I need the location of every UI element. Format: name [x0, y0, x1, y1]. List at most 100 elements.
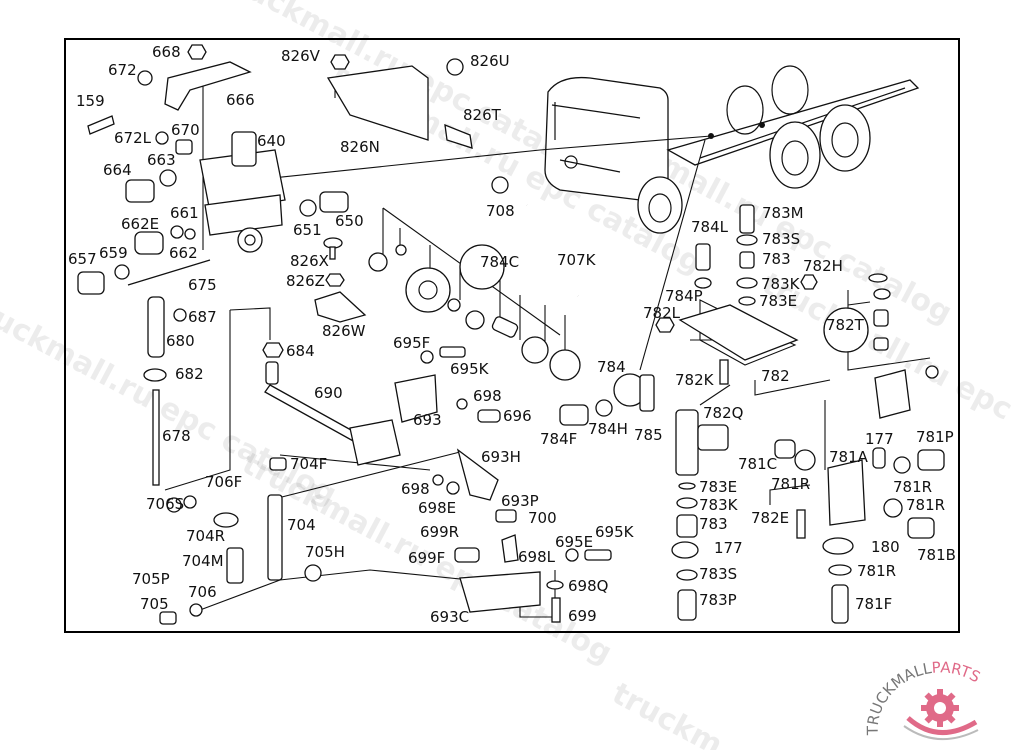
part-label-698[interactable]: 698 — [401, 480, 430, 498]
part-label-696[interactable]: 696 — [503, 407, 532, 425]
part-label-659[interactable]: 659 — [99, 244, 128, 262]
part-label-781B[interactable]: 781B — [917, 546, 956, 564]
part-label-826X[interactable]: 826X — [290, 252, 329, 270]
part-label-783K[interactable]: 783K — [699, 496, 739, 514]
part-label-695K[interactable]: 695K — [595, 523, 635, 541]
part-label-783S[interactable]: 783S — [699, 565, 737, 583]
part-label-698[interactable]: 698 — [473, 387, 502, 405]
part-label-666[interactable]: 666 — [226, 91, 255, 109]
part-label-784C[interactable]: 784C — [480, 253, 519, 271]
part-label-698E[interactable]: 698E — [418, 499, 456, 517]
part-label-783K[interactable]: 783K — [761, 275, 801, 293]
part-label-704M[interactable]: 704M — [182, 552, 224, 570]
part-label-693P[interactable]: 693P — [501, 492, 539, 510]
part-label-672[interactable]: 672 — [108, 61, 137, 79]
part-label-663[interactable]: 663 — [147, 151, 176, 169]
watermark: truckm — [606, 676, 728, 750]
part-label-657[interactable]: 657 — [68, 250, 97, 268]
part-label-708[interactable]: 708 — [486, 202, 515, 220]
part-label-693H[interactable]: 693H — [481, 448, 521, 466]
part-label-782K[interactable]: 782K — [675, 371, 715, 389]
part-label-783P[interactable]: 783P — [699, 591, 737, 609]
part-label-699R[interactable]: 699R — [420, 523, 459, 541]
part-label-781C[interactable]: 781C — [738, 455, 777, 473]
part-label-783[interactable]: 783 — [699, 515, 728, 533]
part-label-704F[interactable]: 704F — [290, 455, 327, 473]
part-label-180[interactable]: 180 — [871, 538, 900, 556]
part-label-782L[interactable]: 782L — [643, 304, 681, 322]
part-label-662[interactable]: 662 — [169, 244, 198, 262]
part-label-783E[interactable]: 783E — [759, 292, 797, 310]
part-label-698L[interactable]: 698L — [518, 548, 556, 566]
part-label-693C[interactable]: 693C — [430, 608, 469, 626]
part-label-662E[interactable]: 662E — [121, 215, 159, 233]
part-label-698Q[interactable]: 698Q — [568, 577, 608, 595]
part-label-687[interactable]: 687 — [188, 308, 217, 326]
part-label-783M[interactable]: 783M — [762, 204, 804, 222]
part-label-670[interactable]: 670 — [171, 121, 200, 139]
part-label-693[interactable]: 693 — [413, 411, 442, 429]
part-label-781A[interactable]: 781A — [829, 448, 869, 466]
part-label-784[interactable]: 784 — [597, 358, 626, 376]
part-label-782T[interactable]: 782T — [826, 316, 865, 334]
part-label-682[interactable]: 682 — [175, 365, 204, 383]
part-label-699[interactable]: 699 — [568, 607, 597, 625]
part-label-706[interactable]: 706 — [188, 583, 217, 601]
part-label-640[interactable]: 640 — [257, 132, 286, 150]
part-label-784H[interactable]: 784H — [588, 420, 628, 438]
part-label-782Q[interactable]: 782Q — [703, 404, 743, 422]
part-label-177[interactable]: 177 — [714, 539, 743, 557]
truckmallparts-logo: TRUCKMALLPARTS — [864, 658, 983, 740]
part-label-675[interactable]: 675 — [188, 276, 217, 294]
part-label-781R[interactable]: 781R — [771, 475, 810, 493]
part-label-782H[interactable]: 782H — [803, 257, 843, 275]
part-label-707K[interactable]: 707K — [557, 251, 597, 269]
part-label-782[interactable]: 782 — [761, 367, 790, 385]
part-label-782E[interactable]: 782E — [751, 509, 789, 527]
part-label-706S[interactable]: 706S — [146, 495, 184, 513]
part-label-826V[interactable]: 826V — [281, 47, 321, 65]
part-label-826T[interactable]: 826T — [463, 106, 502, 124]
part-label-650[interactable]: 650 — [335, 212, 364, 230]
part-label-664[interactable]: 664 — [103, 161, 132, 179]
callout-circle-782T — [823, 307, 869, 353]
part-label-826N[interactable]: 826N — [340, 138, 380, 156]
part-label-177[interactable]: 177 — [865, 430, 894, 448]
part-label-826Z[interactable]: 826Z — [286, 272, 325, 290]
part-label-785[interactable]: 785 — [634, 426, 663, 444]
part-label-699F[interactable]: 699F — [408, 549, 445, 567]
part-label-704[interactable]: 704 — [287, 516, 316, 534]
part-label-695F[interactable]: 695F — [393, 334, 430, 352]
part-label-651[interactable]: 651 — [293, 221, 322, 239]
part-label-781R[interactable]: 781R — [893, 478, 932, 496]
part-label-680[interactable]: 680 — [166, 332, 195, 350]
part-label-781R[interactable]: 781R — [857, 562, 896, 580]
part-label-706F[interactable]: 706F — [205, 473, 242, 491]
part-label-783[interactable]: 783 — [762, 250, 791, 268]
part-label-784F[interactable]: 784F — [540, 430, 577, 448]
part-label-826W[interactable]: 826W — [322, 322, 366, 340]
part-label-672L[interactable]: 672L — [114, 129, 152, 147]
part-label-705[interactable]: 705 — [140, 595, 169, 613]
part-label-668[interactable]: 668 — [152, 43, 181, 61]
part-label-700[interactable]: 700 — [528, 509, 557, 527]
part-label-695K[interactable]: 695K — [450, 360, 490, 378]
part-label-690[interactable]: 690 — [314, 384, 343, 402]
part-label-684[interactable]: 684 — [286, 342, 315, 360]
part-label-704R[interactable]: 704R — [186, 527, 225, 545]
part-label-661[interactable]: 661 — [170, 204, 199, 222]
part-label-781P[interactable]: 781P — [916, 428, 954, 446]
part-label-784L[interactable]: 784L — [691, 218, 729, 236]
part-label-678[interactable]: 678 — [162, 427, 191, 445]
part-label-695E[interactable]: 695E — [555, 533, 593, 551]
part-label-784P[interactable]: 784P — [665, 287, 703, 305]
part-label-783S[interactable]: 783S — [762, 230, 800, 248]
part-label-781F[interactable]: 781F — [855, 595, 892, 613]
part-label-705H[interactable]: 705H — [305, 543, 345, 561]
part-label-159[interactable]: 159 — [76, 92, 105, 110]
part-label-781R[interactable]: 781R — [906, 496, 945, 514]
part-label-705P[interactable]: 705P — [132, 570, 170, 588]
mount-point-marker — [759, 122, 765, 128]
part-label-783E[interactable]: 783E — [699, 478, 737, 496]
part-label-826U[interactable]: 826U — [470, 52, 510, 70]
